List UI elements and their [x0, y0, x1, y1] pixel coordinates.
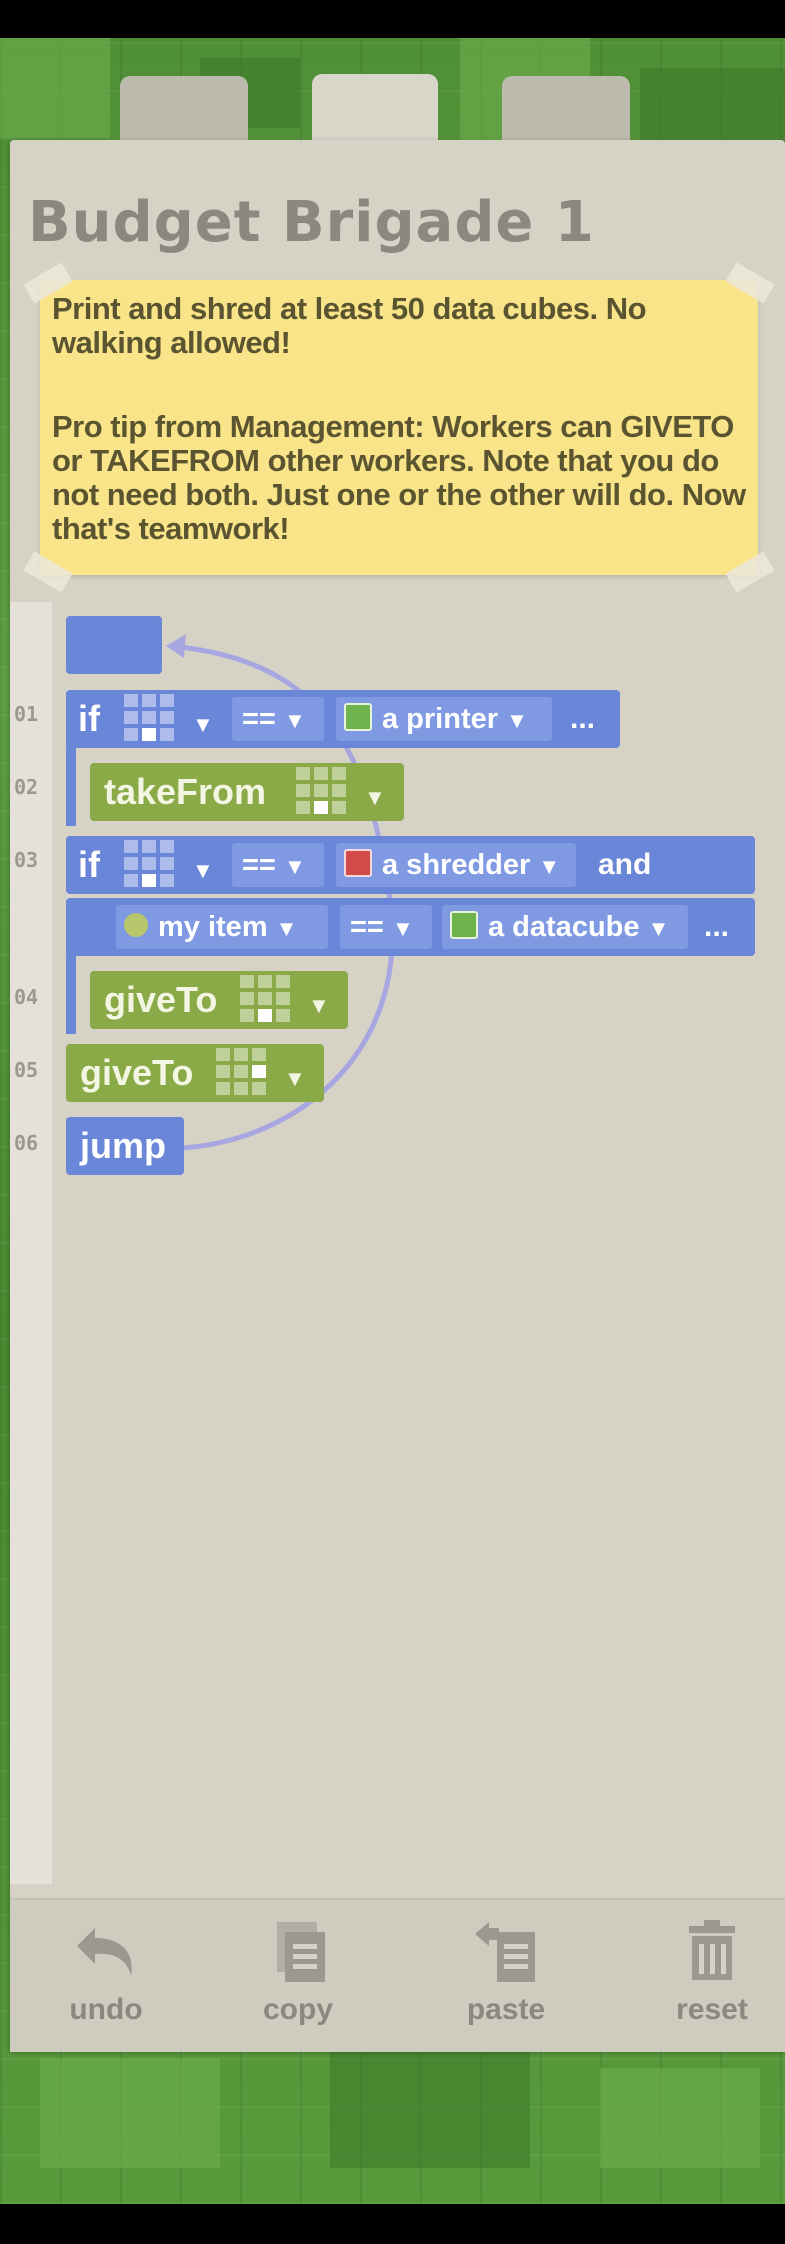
reset-button[interactable]: reset — [642, 1918, 782, 2027]
giveto-block-line-04[interactable]: giveTo ▼ — [90, 971, 348, 1029]
object-label: a printer — [382, 703, 499, 735]
jump-target-anchor[interactable] — [66, 616, 162, 674]
giveto-block-line-05[interactable]: giveTo ▼ — [66, 1044, 324, 1102]
subject-label: my item — [158, 911, 268, 943]
panel-tab-right[interactable] — [502, 76, 630, 146]
more-conditions-button[interactable]: ... — [704, 910, 730, 943]
object-label: a shredder — [382, 849, 531, 881]
grid-direction-icon[interactable] — [240, 975, 294, 1025]
level-title: Budget Brigade 1 — [28, 190, 595, 255]
grid-direction-icon[interactable] — [124, 694, 178, 744]
if-keyword: if — [78, 844, 100, 885]
dropdown-caret-icon: ▼ — [283, 708, 306, 733]
line-number-gutter — [10, 602, 52, 1884]
giveto-keyword: giveTo — [80, 1052, 194, 1093]
jump-block-line-06[interactable]: jump — [66, 1117, 184, 1175]
shredder-icon — [344, 849, 372, 878]
more-conditions-button[interactable]: ... — [570, 702, 596, 735]
dropdown-caret-icon[interactable]: ▼ — [308, 993, 330, 1018]
line-number-02: 02 — [14, 775, 39, 799]
dropdown-caret-icon: ▼ — [283, 854, 306, 879]
undo-button[interactable]: undo — [36, 1918, 176, 2027]
line-number-03: 03 — [14, 848, 39, 872]
paste-button[interactable]: paste — [436, 1918, 576, 2027]
if-condition-continuation[interactable]: my item ▼ == ▼ a datacube ▼ ... — [66, 898, 755, 956]
subject-dropdown[interactable]: my item ▼ — [116, 905, 328, 949]
operator-dropdown[interactable]: == ▼ — [232, 697, 324, 741]
grid-direction-icon[interactable] — [216, 1048, 270, 1098]
giveto-keyword: giveTo — [104, 979, 218, 1020]
operator-dropdown[interactable]: == ▼ — [340, 905, 432, 949]
if-block-body — [66, 746, 76, 826]
paste-icon — [475, 1922, 535, 1982]
if-block-body — [66, 954, 76, 1034]
copy-label: copy — [262, 1993, 334, 2026]
operator-label: == — [242, 849, 276, 881]
dropdown-caret-icon: ▼ — [647, 916, 670, 941]
line-number-04: 04 — [14, 985, 39, 1009]
undo-icon — [77, 1928, 132, 1976]
dropdown-caret-icon[interactable]: ▼ — [364, 785, 386, 810]
trash-icon — [689, 1920, 735, 1980]
dropdown-caret-icon[interactable]: ▼ — [284, 1066, 306, 1091]
if-keyword: if — [78, 698, 100, 739]
instructions-text: Print and shred at least 50 data cubes. … — [52, 291, 647, 360]
takefrom-block-line-02[interactable]: takeFrom ▼ — [90, 763, 404, 821]
pro-tip-text: Pro tip from Management: Workers can GIV… — [52, 409, 746, 546]
jump-keyword: jump — [80, 1125, 166, 1166]
datacube-icon — [450, 911, 478, 940]
dropdown-caret-icon: ▼ — [275, 916, 298, 941]
takefrom-keyword: takeFrom — [104, 771, 267, 812]
worker-icon — [124, 913, 148, 938]
printer-icon — [344, 703, 372, 732]
object-label: a datacube — [488, 911, 640, 943]
dropdown-caret-icon[interactable]: ▼ — [192, 858, 214, 883]
grid-direction-icon[interactable] — [124, 840, 178, 890]
undo-label: undo — [69, 1993, 143, 2026]
paste-label: paste — [466, 1993, 546, 2026]
operator-label: == — [350, 911, 384, 943]
dropdown-caret-icon: ▼ — [538, 854, 561, 879]
reset-label: reset — [676, 1993, 748, 2026]
instructions-note: Print and shred at least 50 data cubes. … — [23, 262, 775, 593]
line-number-01: 01 — [14, 702, 39, 726]
grid-direction-icon[interactable] — [296, 767, 350, 817]
panel-tab-center[interactable] — [312, 74, 438, 144]
operator-dropdown[interactable]: == ▼ — [232, 843, 324, 887]
line-number-05: 05 — [14, 1058, 39, 1082]
if-block-line-01[interactable]: if ▼ == ▼ a printer ▼ ... — [66, 690, 620, 748]
copy-icon — [277, 1922, 325, 1982]
if-block-line-03[interactable]: if ▼ == ▼ a shredder ▼ and — [66, 836, 755, 894]
dropdown-caret-icon[interactable]: ▼ — [192, 712, 214, 737]
object-dropdown[interactable]: a printer ▼ — [336, 697, 552, 741]
object-dropdown[interactable]: a datacube ▼ — [442, 905, 688, 949]
panel-tab-left[interactable] — [120, 76, 248, 146]
editor-toolbar: undo copy paste reset — [10, 1898, 785, 2052]
copy-button[interactable]: copy — [228, 1918, 368, 2027]
operator-label: == — [242, 703, 276, 735]
and-keyword[interactable]: and — [598, 848, 652, 881]
line-number-06: 06 — [14, 1131, 39, 1155]
object-dropdown[interactable]: a shredder ▼ — [336, 843, 576, 887]
dropdown-caret-icon: ▼ — [391, 916, 414, 941]
dropdown-caret-icon: ▼ — [506, 708, 528, 733]
